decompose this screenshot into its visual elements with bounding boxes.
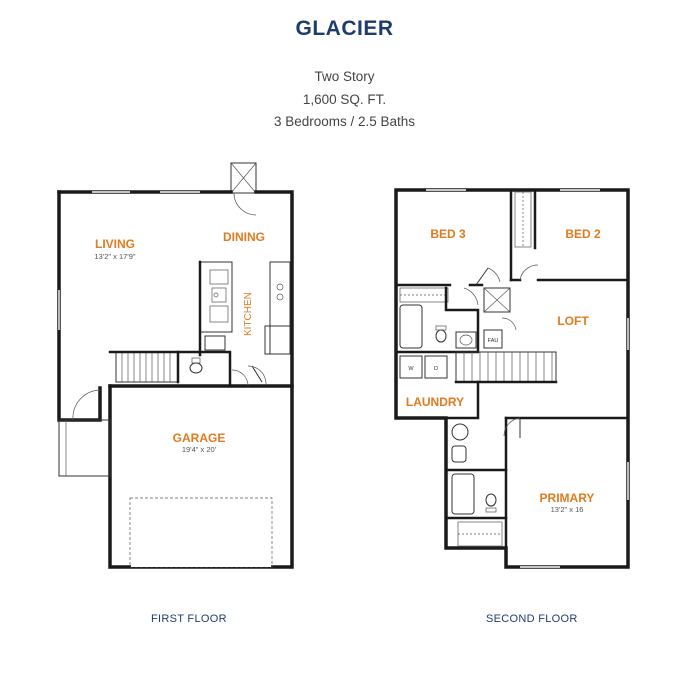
- washer: [399, 355, 423, 379]
- kitchen-counter: [269, 261, 291, 355]
- rooms-text: 3 Bedrooms / 2.5 Baths: [273, 114, 416, 129]
- living-size: 13'2" x 17'9": [94, 252, 135, 261]
- primary-toilet: [485, 493, 497, 507]
- primary-label: PRIMARY: [540, 491, 595, 505]
- dryer-label: D: [434, 366, 438, 372]
- first-floor-label: FIRST FLOOR: [151, 613, 227, 625]
- kitchen-label: KITCHEN: [243, 292, 254, 336]
- second-floor-plan: FAU: [394, 188, 630, 569]
- side-door-swing: [72, 389, 101, 421]
- first-floor-plan: LIVING 13'2" x 17'9" DINING KITCHEN GARA…: [57, 162, 294, 569]
- dryer: [424, 355, 448, 379]
- garage-door: [129, 497, 273, 568]
- garage-label: GARAGE: [173, 431, 226, 445]
- living-label: LIVING: [95, 237, 135, 251]
- plan-title: GLACIER: [295, 17, 394, 40]
- fau-label: FAU: [488, 338, 499, 344]
- laundry-label: LAUNDRY: [406, 395, 464, 409]
- primary-size: 13'2" x 16: [551, 505, 584, 514]
- side-porch: [58, 419, 111, 477]
- bed3-label: BED 3: [430, 227, 466, 241]
- garage-size: 19'4" x 20': [182, 445, 217, 454]
- front-door-swing: [233, 192, 257, 216]
- stories-text: Two Story: [314, 69, 375, 84]
- second-floor-label: SECOND FLOOR: [486, 613, 578, 625]
- second-floor-stairs: [454, 351, 558, 384]
- washer-label: W: [408, 366, 414, 372]
- loft-label: LOFT: [557, 314, 589, 328]
- bed2-label: BED 2: [565, 227, 601, 241]
- powder-toilet: [189, 362, 203, 374]
- primary-tub: [451, 473, 475, 515]
- hall-tub: [399, 304, 423, 349]
- entry-vent: [230, 162, 257, 194]
- area-text: 1,600 SQ. FT.: [302, 92, 387, 107]
- dining-label: DINING: [223, 230, 265, 244]
- first-floor-stairs: [108, 350, 180, 383]
- hall-toilet: [435, 329, 447, 343]
